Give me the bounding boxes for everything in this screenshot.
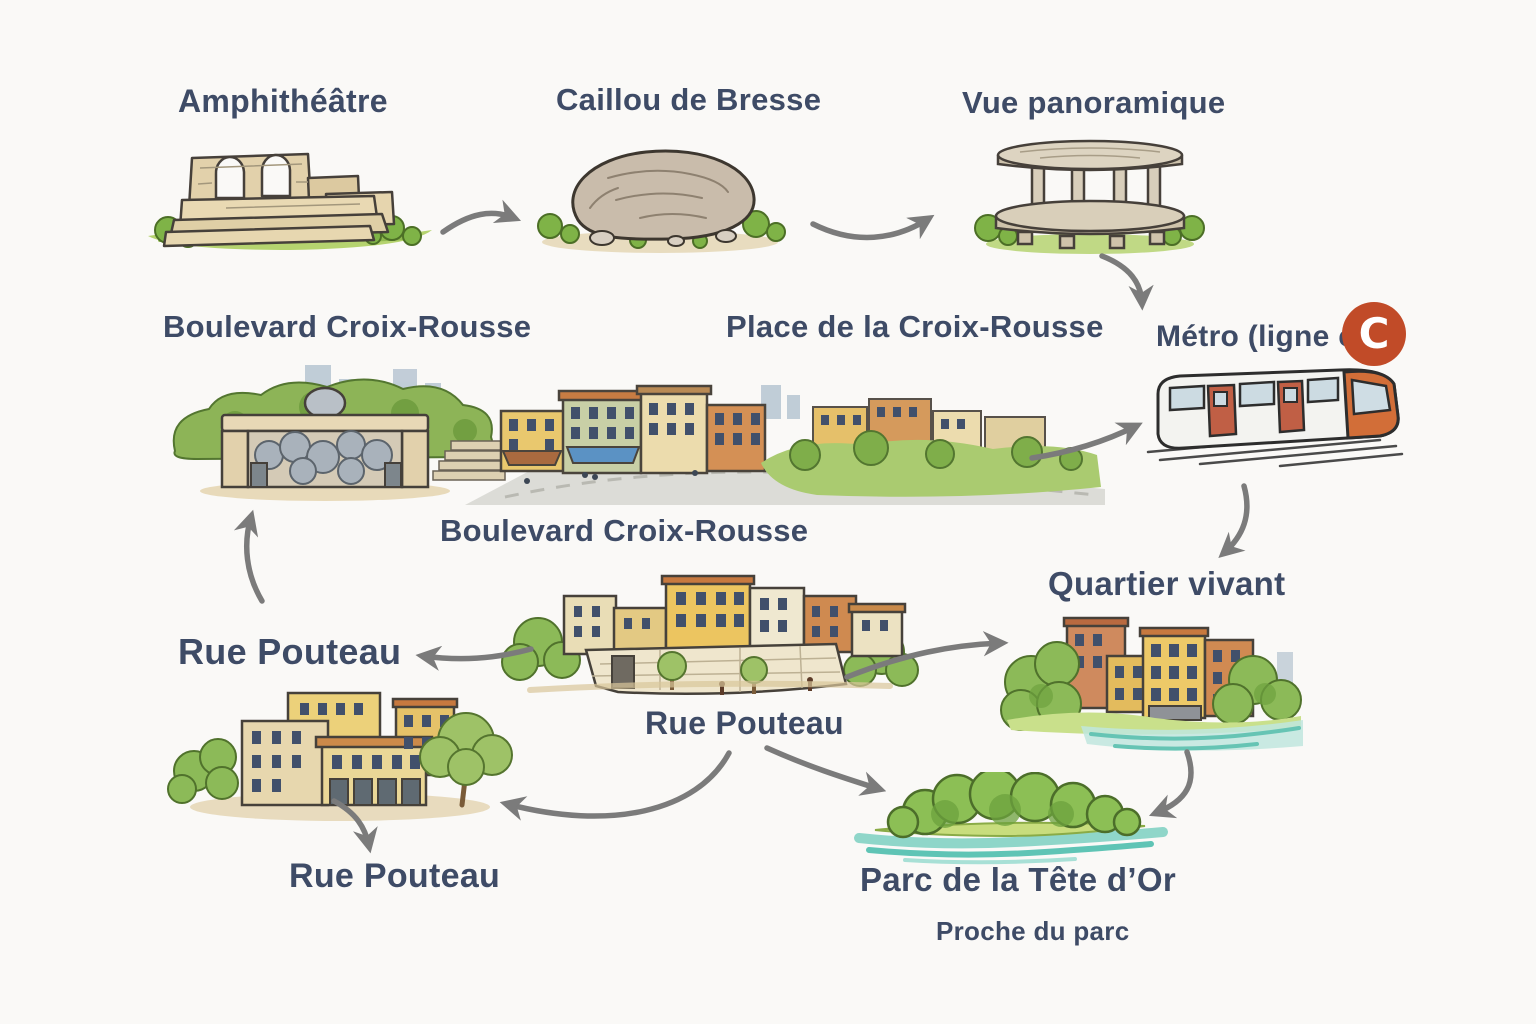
- metro-train-icon: [1140, 360, 1420, 480]
- label-proche-du-parc: Proche du parc: [936, 916, 1130, 946]
- quartier-vivant-icon: [995, 608, 1315, 763]
- label-caillou-de-bresse: Caillou de Bresse: [556, 82, 822, 117]
- arrow-ruepouteau-center-to-building: [499, 750, 732, 821]
- label-rue-pouteau-left: Rue Pouteau: [178, 631, 402, 672]
- arrow-amphitheatre-to-caillou: [440, 199, 522, 235]
- park-island-icon: [845, 767, 1175, 875]
- hilltop-buildings-icon: [500, 552, 920, 717]
- metro-line-c-badge-icon: C: [1342, 302, 1406, 366]
- arrow-vue-to-metro: [1099, 253, 1154, 311]
- label-place-de-la-croix-rousse: Place de la Croix-Rousse: [726, 309, 1104, 344]
- arrow-ruepouteau-to-boulevard: [233, 509, 265, 604]
- rue-pouteau-building-icon: [160, 675, 520, 835]
- boulder-icon: [520, 128, 800, 263]
- amphitheatre-ruins-icon: [130, 128, 450, 263]
- arrow-caillou-to-vue: [810, 214, 935, 241]
- boulevard-place-scene-icon: [165, 355, 1105, 510]
- label-quartier-vivant: Quartier vivant: [1048, 565, 1286, 602]
- label-boulevard-croix-rousse-center: Boulevard Croix-Rousse: [440, 513, 809, 548]
- label-boulevard-croix-rousse-left: Boulevard Croix-Rousse: [163, 309, 532, 344]
- belvedere-icon: [960, 128, 1220, 263]
- label-parc-tete-dor: Parc de la Tête d’Or: [860, 861, 1176, 898]
- label-rue-pouteau-bottom: Rue Pouteau: [289, 857, 501, 895]
- arrow-metro-to-quartier: [1218, 483, 1250, 559]
- label-vue-panoramique: Vue panoramique: [962, 85, 1226, 120]
- label-metro-ligne-c: Métro (ligne c: [1156, 320, 1356, 353]
- label-amphitheatre: Amphithéâtre: [178, 83, 388, 119]
- metro-line-c-letter: C: [1358, 309, 1390, 358]
- label-rue-pouteau-center: Rue Pouteau: [645, 705, 844, 741]
